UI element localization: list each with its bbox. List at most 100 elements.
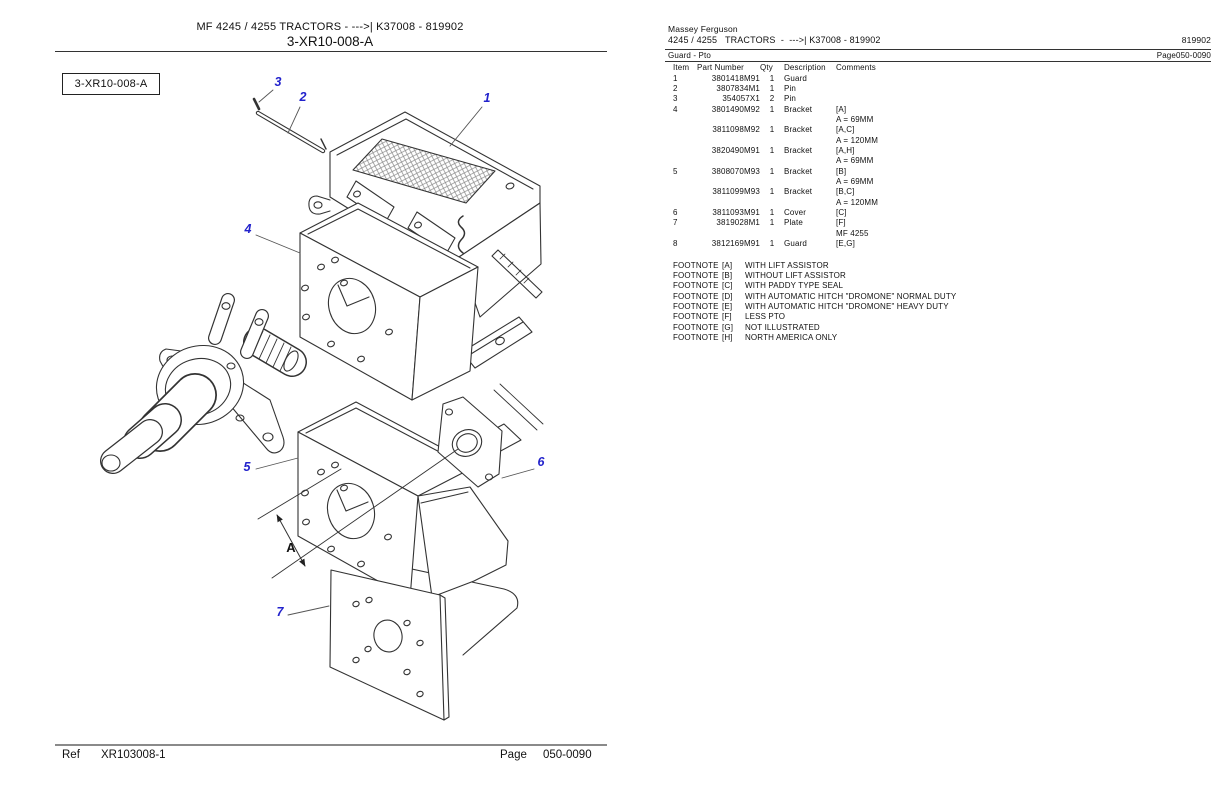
callout-2: 2: [299, 90, 307, 104]
cell-comment: [C]: [836, 207, 847, 217]
cell-qty: 1: [769, 187, 775, 197]
footnote-line: FOOTNOTE[F]LESS PTO: [665, 312, 1211, 322]
table-row-line: 5 3808070M93 1 Bracket [B]: [665, 167, 1211, 177]
cell-description: Pin: [784, 83, 797, 93]
panel-rule-top: [665, 49, 1211, 50]
page-reference: Page050-0090: [1156, 51, 1211, 60]
callout-5: 5: [244, 460, 252, 474]
cell-part-number: 3811098M92: [712, 125, 760, 135]
footnote-label: FOOTNOTE: [673, 281, 719, 291]
dimension-a-annotation: [257, 448, 459, 579]
column-header-part: Part Number: [697, 63, 744, 72]
footnote-label: FOOTNOTE: [673, 332, 719, 342]
footer-page-label: Page: [500, 749, 527, 761]
footnote-key: [C]: [722, 281, 733, 291]
cell-qty: 1: [769, 125, 775, 135]
pin-long-part: [255, 110, 327, 154]
cell-part-number: 3808070M93: [711, 166, 760, 176]
footnote-text: WITH LIFT ASSISTOR: [745, 260, 829, 270]
cell-comment: [A]: [836, 104, 847, 114]
cell-item: 6: [673, 207, 678, 217]
footer-ref-label: Ref: [62, 749, 80, 761]
cell-qty: 1: [769, 83, 775, 93]
cell-comment: A = 69MM: [836, 156, 874, 166]
table-row-line: MF 4255: [665, 229, 1211, 239]
column-header-item: Item: [673, 63, 690, 72]
cell-qty: 1: [769, 207, 775, 217]
footnote-key: [A]: [722, 260, 733, 270]
section-title: Guard - Pto: [668, 51, 712, 60]
footnote-text: NOT ILLUSTRATED: [745, 322, 820, 332]
cover-flange-part: [437, 396, 503, 488]
cell-item: 7: [673, 218, 678, 228]
callout-6: 6: [538, 455, 546, 469]
cell-comment: [B]: [836, 166, 847, 176]
cell-description: Bracket: [784, 166, 813, 176]
bracket-upper-part: [299, 202, 544, 469]
cell-part-number: 3801418M91: [711, 73, 760, 83]
footnote-line: FOOTNOTE[H] NORTH AMERICA ONLY: [665, 333, 1211, 343]
footnote-line: FOOTNOTE[G]NOT ILLUSTRATED: [665, 323, 1211, 333]
cell-part-number: 3820490M91: [711, 145, 760, 155]
cell-comment: [A,C]: [836, 125, 855, 135]
footnote-label: FOOTNOTE: [673, 322, 719, 332]
footnote-label: FOOTNOTE: [673, 260, 719, 270]
pin-small-part: [252, 97, 261, 111]
dimension-a-label: A: [286, 540, 296, 555]
cell-description: Bracket: [784, 187, 813, 197]
pto-shaft-assembly: [100, 293, 307, 474]
cell-description: Cover: [784, 207, 807, 217]
left-header-model-line: MF 4245 / 4255 TRACTORS - --->| K37008 -…: [196, 21, 464, 33]
footnote-line: FOOTNOTE[C] WITH PADDY TYPE SEAL: [665, 281, 1211, 291]
table-row-line: A = 69MM: [665, 156, 1211, 166]
footnote-label: FOOTNOTE: [673, 312, 719, 322]
plate-part: [329, 569, 450, 721]
column-header-comments: Comments: [836, 63, 876, 72]
footnote-text: NORTH AMERICA ONLY: [745, 332, 838, 342]
footnote-line: FOOTNOTE[B]WITHOUT LIFT ASSISTOR: [665, 271, 1211, 281]
cell-item: 5: [673, 166, 678, 176]
cell-comment: [F]: [836, 218, 846, 228]
cell-comment: A = 120MM: [836, 197, 879, 207]
drawing-reference-box: 3-XR10-008-A: [62, 73, 160, 95]
footnote-text: WITH PADDY TYPE SEAL: [745, 281, 844, 291]
footnote-line: FOOTNOTE[D]WITH AUTOMATIC HITCH "DROMONE…: [665, 292, 1211, 302]
cell-comment: [A,H]: [836, 145, 855, 155]
table-row-line: A = 120MM: [665, 136, 1211, 146]
cell-comment: [E,G]: [836, 239, 855, 248]
footer-ref-value: XR103008-1: [101, 749, 166, 761]
table-row-line: A = 120MM: [665, 198, 1211, 208]
footer-page-value: 050-0090: [543, 749, 592, 761]
cell-description: Guard: [784, 239, 807, 248]
cell-qty: 2: [769, 94, 775, 104]
footnote-key: [F]: [722, 312, 732, 322]
table-row-line: A = 69MM: [665, 115, 1211, 125]
footnote-line: FOOTNOTE[A] WITH LIFT ASSISTOR: [665, 261, 1211, 271]
cell-qty: 1: [769, 145, 775, 155]
cell-qty: 1: [769, 218, 775, 228]
cell-qty: 1: [769, 166, 775, 176]
cell-description: Bracket: [784, 104, 813, 114]
cell-description: Bracket: [784, 125, 813, 135]
table-row-line: 3811098M92 1 Bracket [A,C]: [665, 125, 1211, 135]
footnote-label: FOOTNOTE: [673, 270, 719, 280]
cell-part-number: 3807834M1: [716, 83, 760, 93]
left-header: MF 4245 / 4255 TRACTORS - --->| K37008 -…: [30, 21, 630, 49]
footnote-key: [H]: [722, 332, 733, 342]
serial-number: 819902: [1181, 35, 1211, 45]
brand-name: Massey Ferguson: [668, 24, 738, 34]
footnote-line: FOOTNOTE[E]WITH AUTOMATIC HITCH "DROMONE…: [665, 302, 1211, 312]
cell-part-number: 3811099M93: [712, 187, 760, 197]
footnote-label: FOOTNOTE: [673, 291, 719, 301]
left-footer-rule: [55, 744, 607, 746]
